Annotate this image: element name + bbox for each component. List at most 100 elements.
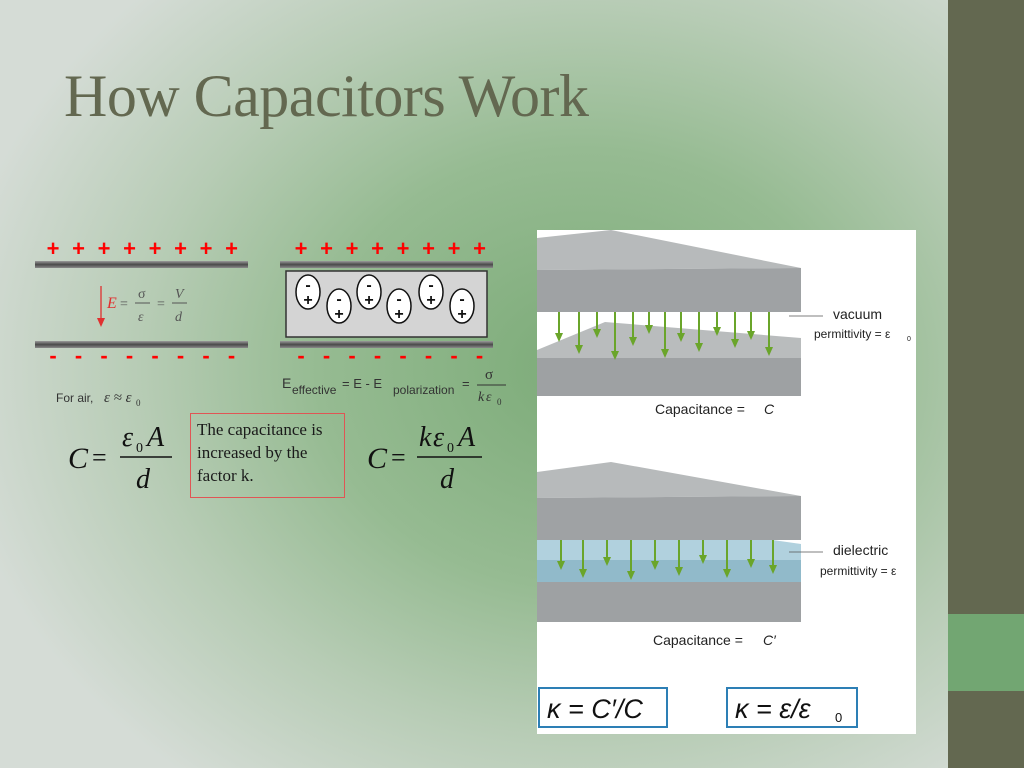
svg-text:Capacitance =: Capacitance = [655, 401, 745, 417]
slide-title: How Capacitors Work [64, 63, 589, 129]
minus-charge: - [374, 343, 381, 368]
minus-charge: - [450, 343, 457, 368]
vacuum-top-plate [537, 230, 801, 312]
svg-text:-: - [305, 277, 310, 294]
svg-text:V: V [175, 287, 185, 302]
svg-text:permittivity = ε: permittivity = ε [814, 327, 891, 341]
dipole-molecule: -+ [386, 288, 412, 324]
dipole-molecule: -+ [295, 274, 321, 310]
svg-text:A: A [145, 422, 165, 453]
effective-field-equation: E effective = E - E polarization = σ k ε… [282, 367, 506, 407]
svg-text:=: = [157, 297, 165, 312]
svg-text:A: A [456, 422, 476, 453]
svg-text:σ: σ [485, 367, 493, 383]
field-equation: E = σ ε = V d [106, 287, 187, 325]
plus-charge: + [72, 236, 85, 261]
capacitor-plates-figure: ++++++++ ++++++++ -------- -------- -+-+… [35, 236, 506, 495]
svg-text:d: d [440, 464, 455, 495]
minus-charges-right: -------- [297, 343, 483, 368]
svg-text:+: + [364, 292, 373, 309]
svg-text:-: - [396, 291, 401, 308]
minus-charge: - [126, 343, 133, 368]
plus-charge: + [371, 236, 384, 261]
kappa-capacitance-ratio: κ = C′/C [547, 694, 643, 724]
svg-text:0: 0 [907, 336, 911, 343]
svg-text:-: - [366, 277, 371, 294]
bottom-plate-right [280, 341, 493, 348]
svg-text:C: C [68, 442, 89, 475]
kappa-permittivity-box [726, 687, 858, 728]
plus-charge: + [448, 236, 461, 261]
plus-charge: + [47, 236, 60, 261]
svg-text:-: - [336, 291, 341, 308]
minus-charge: - [399, 343, 406, 368]
plus-charge: + [98, 236, 111, 261]
plus-charge: + [123, 236, 136, 261]
plus-charge: + [200, 236, 213, 261]
plus-charge: + [346, 236, 359, 261]
minus-charge: - [177, 343, 184, 368]
plus-charge: + [174, 236, 187, 261]
svg-text:effective: effective [292, 383, 337, 397]
dipole-molecule: -+ [326, 288, 352, 324]
svg-text:ε: ε [433, 422, 444, 453]
plus-charges-left: + + + + + + + + [47, 236, 238, 261]
svg-text:d: d [136, 464, 151, 495]
svg-text:=: = [462, 376, 470, 391]
svg-text:ε: ε [486, 390, 492, 405]
sidebar-accent-block [948, 614, 1024, 691]
svg-text:ε ≈ ε: ε ≈ ε [104, 390, 132, 406]
plus-charge: + [473, 236, 486, 261]
plus-charge: + [320, 236, 333, 261]
top-plate-right [280, 261, 493, 268]
capacitance-vacuum-label: Capacitance = C [655, 401, 775, 417]
svg-text:0: 0 [835, 710, 842, 725]
svg-text:E: E [106, 295, 117, 312]
svg-text:0: 0 [136, 398, 141, 408]
minus-charge: - [202, 343, 209, 368]
vacuum-permittivity: permittivity = ε 0 [814, 327, 911, 343]
svg-text:C: C [367, 442, 388, 475]
svg-text:=: = [120, 297, 128, 312]
field-arrow-head [97, 318, 105, 327]
bottom-plate-left [35, 341, 248, 348]
dipole-molecule: -+ [418, 274, 444, 310]
air-label: For air, [56, 391, 93, 405]
svg-text:-: - [459, 291, 464, 308]
plus-charge: + [422, 236, 435, 261]
capacitance-formula-dielectric: C = k ε 0 A d [367, 422, 482, 495]
dielectric-top-plate [537, 462, 801, 540]
minus-charge: - [476, 343, 483, 368]
plus-charge: + [149, 236, 162, 261]
svg-text:Capacitance =: Capacitance = [653, 632, 743, 648]
dielectric-label: dielectric [833, 542, 888, 558]
svg-text:k: k [419, 422, 432, 453]
minus-charge: - [100, 343, 107, 368]
svg-text:+: + [457, 306, 466, 323]
svg-text:ε: ε [138, 310, 144, 325]
svg-text:=: = [391, 443, 406, 472]
svg-text:+: + [334, 306, 343, 323]
minus-charge: - [49, 343, 56, 368]
svg-text:+: + [303, 292, 312, 309]
svg-text:0: 0 [136, 441, 143, 456]
vacuum-label: vacuum [833, 306, 882, 322]
capacitance-note-box: The capacitance is increased by the fact… [190, 413, 345, 498]
minus-charge: - [348, 343, 355, 368]
svg-text:0: 0 [447, 441, 454, 456]
svg-text:κ = ε/ε: κ = ε/ε [735, 694, 812, 724]
minus-charges-left: -------- [49, 343, 235, 368]
dipole-molecule: -+ [356, 274, 382, 310]
minus-charge: - [151, 343, 158, 368]
dipole-molecule: -+ [449, 288, 475, 324]
dipole-molecules: -+-+-+-+-+-+ [295, 274, 475, 324]
top-plate-left [35, 261, 248, 268]
plus-charge: + [225, 236, 238, 261]
minus-charge: - [323, 343, 330, 368]
capacitance-dielectric-label: Capacitance = C′ [653, 632, 777, 648]
kappa-permittivity-ratio: κ = ε/ε 0 [735, 694, 842, 725]
svg-text:d: d [175, 310, 183, 325]
vacuum-bottom-plate [537, 322, 801, 396]
kappa-ratio-box [538, 687, 668, 728]
plus-charges-right: ++++++++ [295, 236, 486, 261]
